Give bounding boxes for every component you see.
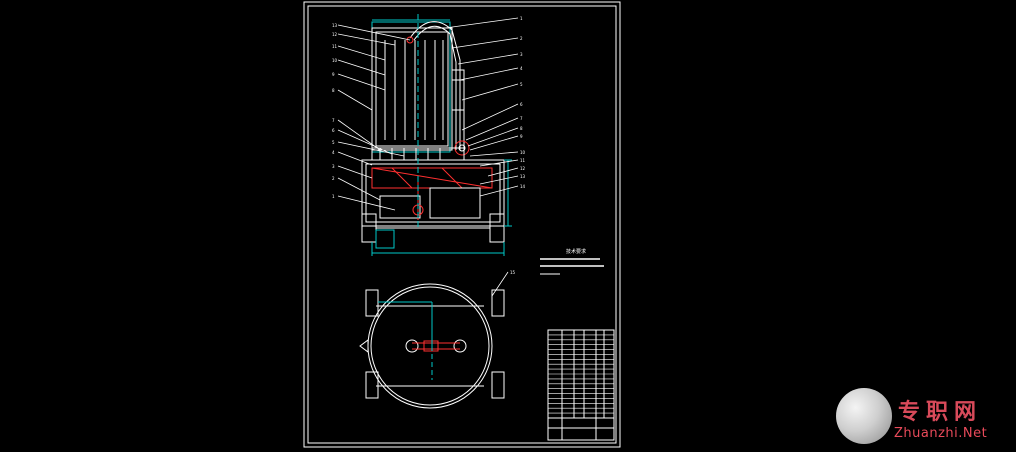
- callout-number: 14: [520, 184, 526, 189]
- sheet-outer-border: [303, 1, 621, 448]
- top-view: [359, 271, 509, 409]
- notes-heading: 技术要求: [566, 248, 586, 255]
- callout-number: 8: [520, 126, 523, 131]
- callout-number: 12: [332, 32, 338, 37]
- watermark-en: Zhuanzhi.Net: [894, 426, 988, 441]
- callout-number: 9: [520, 134, 523, 139]
- front-view: [361, 14, 512, 256]
- callout-number: 4: [520, 66, 523, 71]
- callout-number: 11: [332, 44, 338, 49]
- callout-number: 6: [332, 128, 335, 133]
- watermark: 专职网 Zhuanzhi.Net: [832, 384, 1016, 448]
- callout-number: 8: [332, 88, 335, 93]
- callout-number: 7: [520, 116, 523, 121]
- watermark-logo-icon: [836, 388, 892, 444]
- callout-number: 3: [332, 164, 335, 169]
- callout-number: 9: [332, 72, 335, 77]
- callout-number: 13: [520, 174, 526, 179]
- callout-number: 10: [520, 150, 526, 155]
- callout-number: 10: [332, 58, 338, 63]
- callout-number: 5: [332, 140, 335, 145]
- callout-number: 1: [332, 194, 335, 199]
- callout-number: 13: [332, 23, 338, 28]
- callout-number: 1: [520, 16, 523, 21]
- callout-number: 7: [332, 118, 335, 123]
- callout-number: 6: [520, 102, 523, 107]
- callout-number: 2: [520, 36, 523, 41]
- callout-number: 15: [510, 270, 516, 275]
- callout-number: 2: [332, 176, 335, 181]
- sheet-inner-border: [307, 5, 617, 444]
- callout-number: 5: [520, 82, 523, 87]
- callout-numbers-left: 13 12 11 10 9 8 7 6 5 4 3 2 1: [332, 23, 338, 199]
- callout-number: 4: [332, 150, 335, 155]
- callout-number: 11: [520, 158, 526, 163]
- callout-leaders-left: [337, 24, 411, 211]
- watermark-cn: 专职网: [898, 399, 983, 425]
- technical-notes: [540, 258, 604, 275]
- title-block: [547, 329, 615, 441]
- callout-number: 3: [520, 52, 523, 57]
- callout-number: 12: [520, 166, 526, 171]
- callout-leaders-right: [444, 17, 519, 197]
